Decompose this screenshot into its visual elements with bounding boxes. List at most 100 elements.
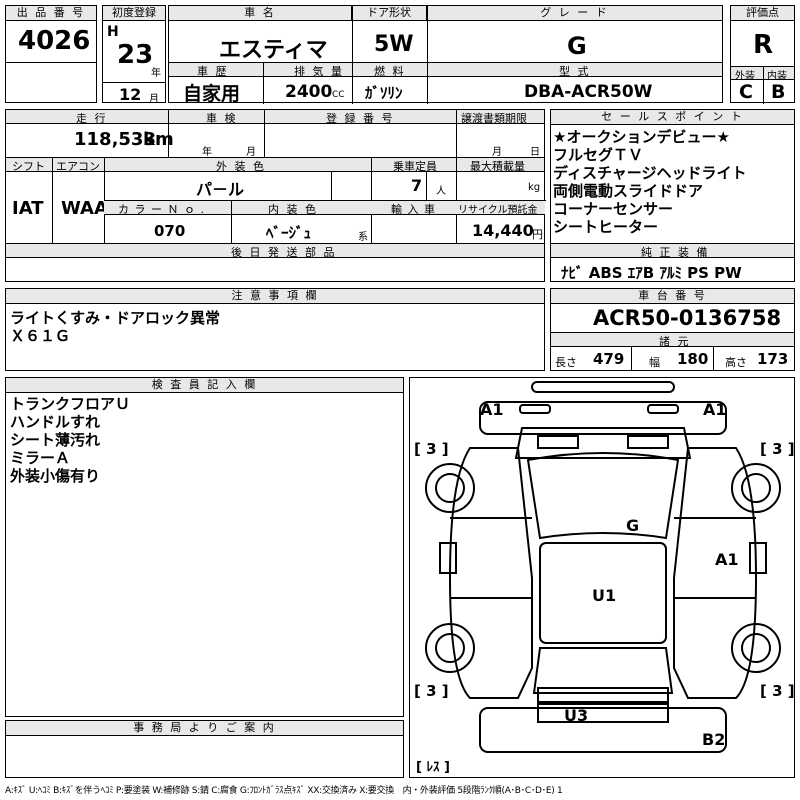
door-type: 5W bbox=[374, 32, 414, 57]
detail-box: 走 行 車 検 登 録 番 号 譲渡書類期限 118,533 km 年 月 月 … bbox=[5, 109, 546, 282]
sales-point: フルセグＴＶ bbox=[553, 146, 644, 164]
sales-point: シートヒーター bbox=[553, 218, 659, 236]
mark-tire-rear-left: [ 3 ] bbox=[414, 682, 449, 700]
history: 自家用 bbox=[183, 83, 241, 105]
fuel: ｶﾞｿﾘﾝ bbox=[365, 84, 403, 102]
model-label: 型 式 bbox=[559, 65, 591, 78]
shift-label: シフト bbox=[12, 160, 45, 173]
grade-label: グ レ ー ド bbox=[427, 6, 722, 21]
aircon-label: エアコン bbox=[56, 160, 100, 173]
history-label: 車 歴 bbox=[197, 65, 229, 78]
inspector-line: シート薄汚れ bbox=[10, 431, 101, 449]
car-name-label: 車 名 bbox=[169, 6, 352, 21]
interior-color-label: 内 装 色 bbox=[268, 203, 318, 216]
era: H bbox=[107, 24, 119, 40]
first-registration-box: 初度登録 H 23 年 12 月 bbox=[102, 5, 166, 105]
notes-label: 注 意 事 項 欄 bbox=[6, 289, 544, 304]
height-label: 高さ bbox=[725, 356, 747, 369]
mark-windshield: G bbox=[626, 516, 640, 535]
later-parts-label: 後 日 発 送 部 品 bbox=[231, 246, 337, 259]
transfer-deadline-label: 譲渡書類期限 bbox=[461, 112, 527, 125]
sales-point: ★オークションデビュー★ bbox=[553, 128, 730, 146]
capacity-unit: 人 bbox=[436, 186, 446, 197]
max-load-label: 最大積載量 bbox=[470, 160, 525, 173]
car-outline bbox=[425, 381, 781, 753]
length: 479 bbox=[593, 350, 625, 368]
capacity-label: 乗車定員 bbox=[393, 160, 437, 173]
inspection-year-unit: 年 bbox=[202, 147, 212, 158]
color-number: 070 bbox=[154, 222, 186, 240]
chassis-number: ACR50-0136758 bbox=[593, 306, 782, 330]
spec-label: 諸 元 bbox=[659, 335, 691, 348]
equipment-label: 純 正 装 備 bbox=[641, 246, 710, 259]
sales-point: 両側電動スライドドア bbox=[553, 182, 704, 200]
transfer-day-unit: 日 bbox=[530, 147, 540, 158]
sales-points-box: セ ー ル ス ポ イ ン ト ★オークションデビュー★ フルセグＴＶ ディスチ… bbox=[550, 109, 795, 282]
inspector-box: 検 査 員 記 入 欄 トランクフロアＵ ハンドルすれ シート薄汚れ ミラーＡ … bbox=[5, 377, 404, 717]
recycle-fee: 14,440 bbox=[472, 221, 534, 240]
mark-front-right: A1 bbox=[703, 400, 727, 419]
note-line: Ｘ６１Ｇ bbox=[10, 327, 71, 345]
aircon: WAA bbox=[61, 198, 108, 219]
mark-front-left: A1 bbox=[480, 400, 504, 419]
lot-number-label: 出 品 番 号 bbox=[6, 6, 96, 21]
displacement: 2400 bbox=[285, 82, 333, 102]
damage-diagram: A1 A1 [ 3 ] [ 3 ] G A1 U1 [ 3 ] [ 3 ] U3… bbox=[409, 377, 795, 778]
import-label: 輸 入 車 bbox=[391, 203, 436, 216]
inspector-list: トランクフロアＵ ハンドルすれ シート薄汚れ ミラーＡ 外装小傷有り bbox=[10, 395, 130, 485]
registration-month: 12 bbox=[119, 85, 142, 104]
registration-year: 23 bbox=[117, 40, 154, 70]
length-label: 長さ bbox=[555, 356, 577, 369]
office-box: 事 務 局 よ り ご 案 内 bbox=[5, 720, 404, 778]
transfer-month-unit: 月 bbox=[492, 147, 502, 158]
sales-points-label: セ ー ル ス ポ イ ン ト bbox=[551, 110, 794, 125]
month-unit: 月 bbox=[149, 94, 159, 105]
lot-number: 4026 bbox=[18, 26, 91, 56]
inspector-line: トランクフロアＵ bbox=[10, 395, 131, 413]
height: 173 bbox=[757, 350, 789, 368]
inspector-line: 外装小傷有り bbox=[10, 467, 101, 485]
first-registration-label: 初度登録 bbox=[103, 6, 165, 21]
mileage: 118,533 bbox=[74, 129, 156, 150]
interior-label: 内装 bbox=[767, 71, 787, 82]
km-unit: km bbox=[143, 129, 174, 150]
exterior-score: C bbox=[739, 81, 753, 103]
color-number-label: カ ラ ー Ｎ ｏ . bbox=[118, 203, 205, 216]
inspection-label: 車 検 bbox=[206, 112, 238, 125]
recycle-unit: 円 bbox=[532, 228, 543, 241]
legend: A:ｷｽﾞ U:ﾍｺﾐ B:ｷｽﾞを伴うﾍｺﾐ P:要塗装 W:補修跡 S:錆 … bbox=[5, 786, 563, 796]
inspector-line: ハンドルすれ bbox=[10, 413, 101, 431]
interior-color-suffix: 系 bbox=[358, 232, 368, 243]
score-label: 評価点 bbox=[731, 6, 794, 21]
equipment-items: ﾅﾋﾞ ABS ｴｱB ｱﾙﾐ PS PW bbox=[561, 264, 742, 282]
exterior-color: パ－ル bbox=[196, 180, 245, 199]
car-name: エスティマ bbox=[219, 38, 328, 63]
width-label: 幅 bbox=[649, 356, 660, 369]
max-load-unit: kg bbox=[528, 182, 541, 193]
grade: G bbox=[567, 32, 587, 60]
mark-right-door: A1 bbox=[715, 550, 739, 569]
mark-spare: [ ﾚｽ ] bbox=[416, 760, 450, 775]
mileage-label: 走 行 bbox=[76, 112, 108, 125]
mark-roof: U1 bbox=[592, 586, 617, 605]
notes-list: ライトくすみ・ドアロック異常 Ｘ６１Ｇ bbox=[10, 309, 220, 345]
shift: IAT bbox=[12, 198, 44, 219]
inspector-line: ミラーＡ bbox=[10, 449, 71, 467]
chassis-box: 車 台 番 号 ACR50-0136758 諸 元 長さ 479 幅 180 高… bbox=[550, 288, 795, 371]
width: 180 bbox=[677, 350, 709, 368]
chassis-label: 車 台 番 号 bbox=[551, 289, 794, 304]
recycle-label: リサイクル預託金 bbox=[458, 205, 538, 216]
door-label: ドア形状 bbox=[352, 6, 427, 21]
displacement-label: 排 気 量 bbox=[294, 65, 344, 78]
score-box: 評価点 R 外装 内装 C B bbox=[730, 5, 795, 104]
cc-unit: CC bbox=[332, 90, 345, 100]
lot-number-box: 出 品 番 号 4026 bbox=[5, 5, 97, 103]
sales-point: ディスチャージヘッドライト bbox=[553, 164, 747, 182]
mark-rear: U3 bbox=[564, 706, 589, 725]
mark-tire-front-left: [ 3 ] bbox=[414, 440, 449, 458]
sales-point: コーナーセンサー bbox=[553, 200, 674, 218]
mark-rear-bumper: B2 bbox=[702, 730, 726, 749]
mark-tire-rear-right: [ 3 ] bbox=[760, 682, 795, 700]
interior-color: ﾍﾞｰｼﾞｭ bbox=[266, 224, 312, 242]
registration-number-label: 登 録 番 号 bbox=[326, 112, 395, 125]
